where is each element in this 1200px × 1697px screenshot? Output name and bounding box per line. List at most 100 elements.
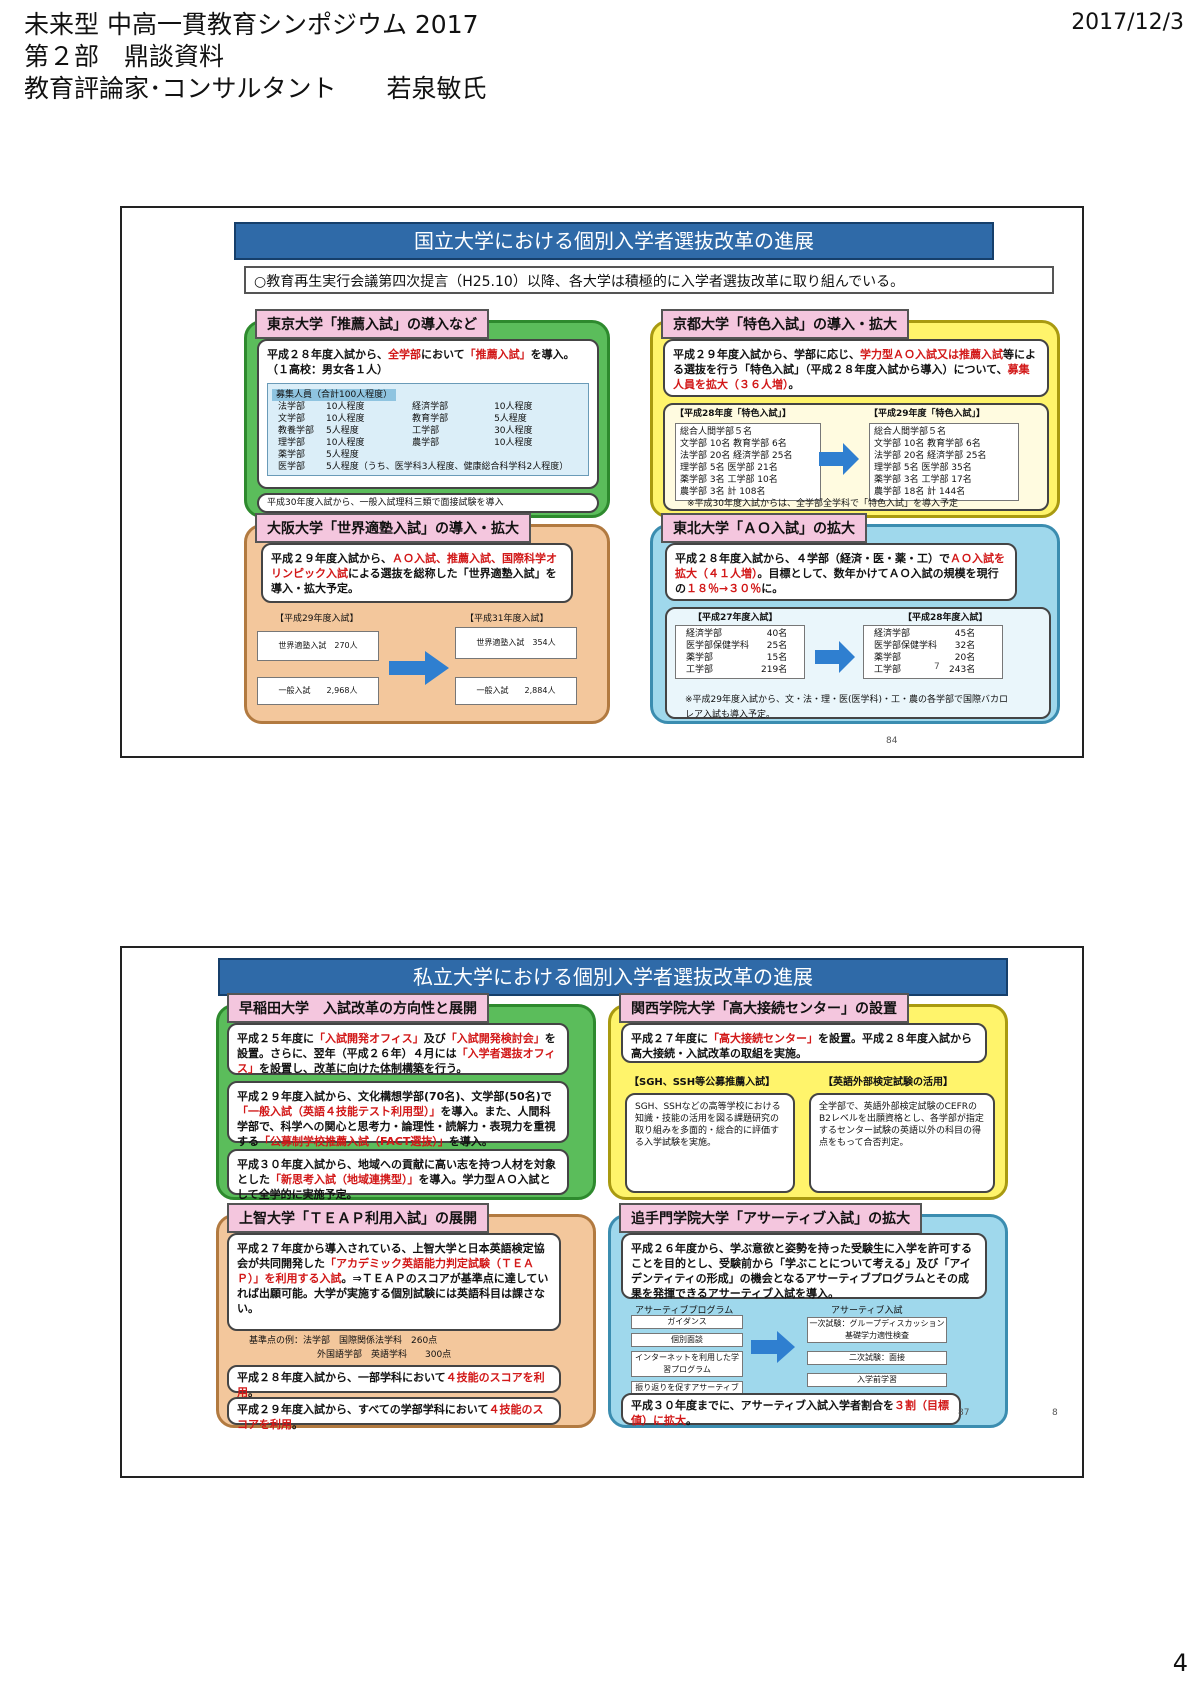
tohoku-text-3: に。 xyxy=(761,582,784,595)
table-cell: 工学部 xyxy=(874,665,902,675)
table-cell: 教育学部 xyxy=(412,414,449,424)
list-item: 理学部 5名 医学部 35名 xyxy=(874,463,972,473)
list-item: 薬学部 3名 工学部 17名 xyxy=(874,475,972,485)
table-cell: 文学部 xyxy=(278,414,306,424)
slide-private-universities: 私立大学における個別入学者選抜改革の進展 早稲田大学 入試改革の方向性と展開 平… xyxy=(120,946,1084,1478)
table-cell: 医学部 xyxy=(278,462,306,472)
table-cell: 法学部 xyxy=(278,402,306,412)
tohoku-note: ※平成29年度入試から、文・法・理・医(医学科)・工・農の各学部で国際バカロレア… xyxy=(685,695,1009,720)
table-cell: 219名 xyxy=(761,665,788,675)
osaka-left-1: 世界適塾入試 270人 xyxy=(257,631,379,661)
tokyo-red-2: 「推薦入試」 xyxy=(464,348,531,361)
kyoto-red-2: 募集人員を拡大（３６人増） xyxy=(673,363,1030,391)
sophia-box-3: 平成２９年度入試から、すべての学部学科において４技能のスコアを利用。 xyxy=(227,1397,561,1431)
table-cell: 10人程度 xyxy=(326,402,365,412)
sophia-text-1: 平成２７年度から導入されている、上智大学と日本英語検定協会が共同開発した xyxy=(237,1242,545,1270)
slide-intro: ○教育再生実行会議第四次提言（H25.10）以降、各大学は積極的に入学者選抜改革… xyxy=(244,266,1054,294)
list-item: 理学部 5名 医学部 21名 xyxy=(680,463,778,473)
kwansei-sub-box-1: SGH、SSHなどの高等学校における知識・技能の活用を図る課題研究の取り組みを多… xyxy=(625,1093,795,1193)
tohoku-arrow-icon xyxy=(815,641,855,673)
table-cell: 農学部 xyxy=(412,438,440,448)
slide-title: 国立大学における個別入学者選抜改革の進展 xyxy=(234,222,994,260)
list-item: 総合人間学部５名 xyxy=(680,427,753,437)
waseda-box-2: 平成２９年度入試から、文化構想学部(70名)、文学部(50名)で「一般入試（英語… xyxy=(227,1081,569,1148)
waseda-b1-text-c: を設置。さらに、翌年（平成２６年）４月には xyxy=(237,1032,556,1060)
kwansei-sub-box-2: 全学部で、英語外部検定試験のCEFRのB2レベルを出願資格とし、各学部が指定する… xyxy=(809,1093,995,1193)
table-cell: 40名 xyxy=(766,629,788,639)
slide-title: 私立大学における個別入学者選抜改革の進展 xyxy=(218,958,1008,996)
table-cell: 理学部 xyxy=(278,438,306,448)
otemon-main-box: 平成２６年度から、学ぶ意欲と姿勢を持った受験生に入学を許可することを目的とし、受… xyxy=(621,1233,987,1300)
sophia-b2-text-b: 。 xyxy=(248,1386,259,1399)
osaka-text-2: による選抜を総称した「世界適塾入試」を導入・拡大予定。 xyxy=(271,567,557,595)
waseda-b1-text-d: を設置し、改革に向けた体制構築を行う。 xyxy=(259,1062,468,1075)
slide-inner-page-number: 84 xyxy=(886,736,898,746)
waseda-b3-red: 「新思考入試（地域連携型）」 xyxy=(270,1173,419,1186)
table-cell: 5人程度 xyxy=(326,450,359,460)
table-cell: 10人程度 xyxy=(326,438,365,448)
table-cell: 15名 xyxy=(766,653,788,663)
list-item: 文学部 10名 教育学部 6名 xyxy=(874,439,981,449)
osaka-label-left: 【平成29年度入試】 xyxy=(275,614,359,624)
tohoku-label-left: 【平成27年度入試】 xyxy=(693,613,778,623)
sophia-main-box: 平成２７年度から導入されている、上智大学と日本英語検定協会が共同開発した「アカデ… xyxy=(227,1233,561,1331)
table-row: 薬学部 15名 xyxy=(680,652,793,664)
table-cell: 経済学部 xyxy=(874,629,911,639)
panel-title-tokyo: 東京大学「推薦入試」の導入など xyxy=(255,309,489,339)
tohoku-red-2: １８％→３０％ xyxy=(686,582,762,595)
panel-kwansei: 関西学院大学「高大接続センター」の設置 平成２７年度に「高大接続センター」を設置… xyxy=(608,993,1008,1200)
osaka-left-2: 一般入試 2,968人 xyxy=(257,677,379,705)
table-row: 工学部 243名 xyxy=(868,664,981,676)
waseda-b2-text-c: を導入。 xyxy=(448,1135,493,1148)
panel-osaka: 大阪大学「世界適塾入試」の導入・拡大 平成２９年度入試から、ＡＯ入試、推薦入試、… xyxy=(244,513,610,724)
sophia-b3-red: ４技能のスコアを利用 xyxy=(237,1403,544,1431)
kwansei-text-2: を設置。平成２８年度入試から高大接続・入試改革の取組を実施。 xyxy=(631,1032,972,1060)
waseda-b2-red-1: 「一般入試（英語４技能テスト利用型）」 xyxy=(237,1105,441,1118)
table-cell: 薬学部 xyxy=(686,653,714,663)
panel-title-kyoto: 京都大学「特色入試」の導入・拡大 xyxy=(661,309,909,339)
osaka-arrow-icon xyxy=(389,651,449,685)
panel-tohoku: 東北大学「ＡＯ入試」の拡大 平成２８年度入試から、４学部（経済・医・薬・工）でＡ… xyxy=(650,513,1060,724)
otemon-program-list: ガイダンス個別面談インターネットを利用した学習プログラム振り返りを促すアサーティ… xyxy=(631,1315,743,1411)
panel-tokyo: 東京大学「推薦入試」の導入など 平成２８年度入試から、全学部において「推薦入試」… xyxy=(244,309,610,518)
table-cell: 25名 xyxy=(766,641,788,651)
tokyo-text-2: において xyxy=(421,348,465,361)
otemon-b2-text-b: 。 xyxy=(686,1414,697,1427)
table-row: 薬学部 5人程度 xyxy=(272,449,574,461)
osaka-label-right: 【平成31年度入試】 xyxy=(465,614,549,624)
waseda-b3-text-b: を導入。学力型ＡＯ入試として全学的に実施予定。 xyxy=(237,1173,551,1201)
osaka-right-1: 世界適塾入試 354人 xyxy=(455,627,577,659)
table-cell: 243名 xyxy=(949,665,976,675)
panel-otemon: 追手門学院大学「アサーティブ入試」の拡大 平成２６年度から、学ぶ意欲と姿勢を持っ… xyxy=(608,1203,1008,1428)
table-cell: 10人程度 xyxy=(326,414,365,424)
osaka-right-2: 一般入試 2,884人 xyxy=(455,677,577,705)
sophia-b3-text-a: 平成２９年度入試から、すべての学部学科において xyxy=(237,1403,489,1416)
header-line-2: 第２部 鼎談資料 xyxy=(24,42,225,71)
otemon-box-2: 平成３０年度までに、アサーティブ入試入学者割合を３割（目標値）に拡大。 xyxy=(621,1393,961,1427)
slide-outer-page-number: 7 xyxy=(934,662,940,672)
kwansei-red-1: 「高大接続センター」 xyxy=(708,1032,818,1045)
kwansei-sub-label-2: 【英語外部検定試験の活用】 xyxy=(823,1077,953,1088)
kyoto-note: ※平成30年度入試からは、全学部全学科で「特色入試」を導入予定 xyxy=(687,499,958,509)
table-cell: 薬学部 xyxy=(874,653,902,663)
waseda-box-1: 平成２５年度に「入試開発オフィス」及び「入試開発検討会」を設置。さらに、翌年（平… xyxy=(227,1023,569,1075)
panel-title-otemon: 追手門学院大学「アサーティブ入試」の拡大 xyxy=(619,1203,923,1233)
tohoku-text-1: 平成２８年度入試から、４学部（経済・医・薬・工）で xyxy=(675,552,950,565)
list-item: 農学部 18名 計 144名 xyxy=(874,487,966,497)
list-item: ガイダンス xyxy=(631,1315,743,1329)
waseda-b2-red-2: 「公募制学校推薦入試（FACT選抜）」 xyxy=(259,1135,449,1148)
panel-title-osaka: 大阪大学「世界適塾入試」の導入・拡大 xyxy=(255,513,531,543)
panel-kyoto: 京都大学「特色入試」の導入・拡大 平成２９年度入試から、学部に応じ、学力型ＡＯ入… xyxy=(650,309,1060,518)
osaka-red-1: ＡＯ入試、推薦入試、国際科学オリンピック入試 xyxy=(271,552,557,580)
sophia-red-1: 「アカデミック英語能力判定試験（ＴＥＡＰ）」を利用する入試 xyxy=(237,1257,534,1285)
table-cell: 薬学部 xyxy=(278,450,306,460)
list-item: 二次試験：面接 xyxy=(807,1351,947,1365)
waseda-b1-text-a: 平成２５年度に xyxy=(237,1032,314,1045)
waseda-b1-text-b: 及び xyxy=(423,1032,446,1045)
